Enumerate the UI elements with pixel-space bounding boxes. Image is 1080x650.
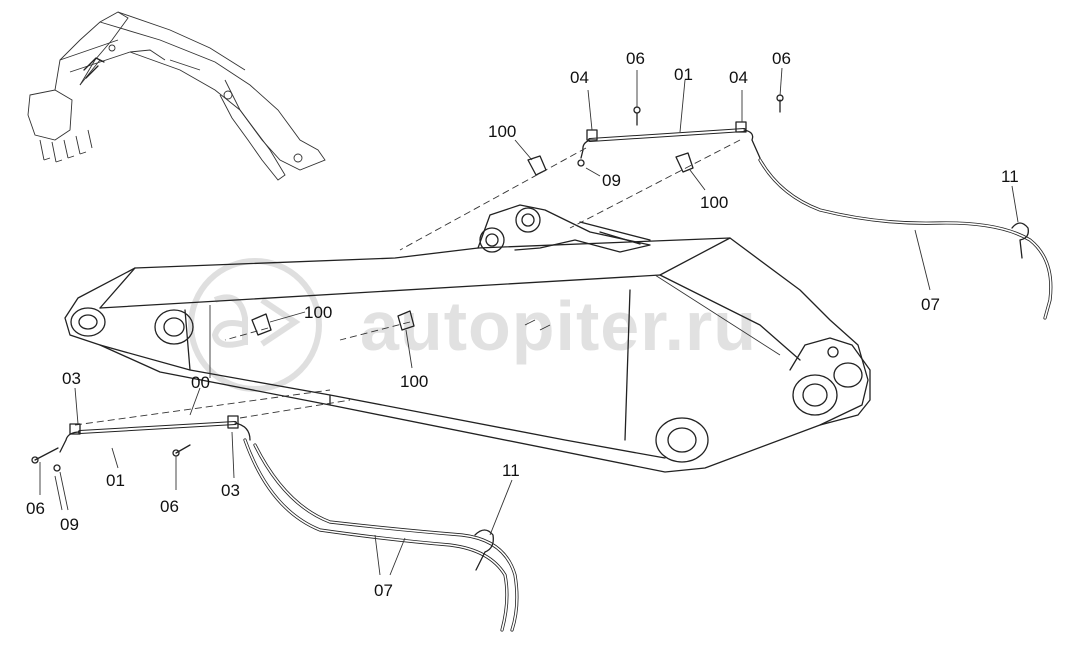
callout-01-top: 01 (674, 65, 693, 84)
callout-01-left: 01 (106, 471, 125, 490)
excavator-thumbnail (27, 11, 326, 181)
boom-assembly (64, 204, 871, 473)
callout-leaders (39, 67, 1019, 576)
callout-03-bottom: 03 (221, 481, 240, 500)
watermark-text: autopiter.ru (360, 287, 757, 365)
callout-06-bottom: 06 (160, 497, 179, 516)
callout-04-top-left: 04 (570, 68, 589, 87)
boom-clamps (251, 310, 415, 336)
lower-pipe-set (31, 389, 519, 632)
callout-11-bottom: 11 (502, 461, 520, 480)
callout-06-left: 06 (26, 499, 45, 518)
callout-04-top-right: 04 (729, 68, 748, 87)
callout-09-left: 09 (60, 515, 79, 534)
callout-labels: 06 01 04 04 06 100 09 100 11 07 100 100 … (26, 49, 1019, 600)
callout-06-top-left: 06 (626, 49, 645, 68)
watermark-logo (188, 258, 322, 392)
callout-03-left: 03 (62, 369, 81, 388)
callout-09-top: 09 (602, 171, 621, 190)
callout-07-right: 07 (921, 295, 940, 314)
callout-100-top-left: 100 (488, 122, 516, 141)
upper-pipe-set (224, 94, 1053, 341)
callout-07-bottom: 07 (374, 581, 393, 600)
callout-100-mid-lower: 100 (400, 372, 428, 391)
callout-00-left: 00 (191, 373, 210, 392)
callout-100-top-right: 100 (700, 193, 728, 212)
callout-06-top-right: 06 (772, 49, 791, 68)
callout-11-right: 11 (1001, 167, 1019, 186)
callout-100-mid-upper: 100 (304, 303, 332, 322)
